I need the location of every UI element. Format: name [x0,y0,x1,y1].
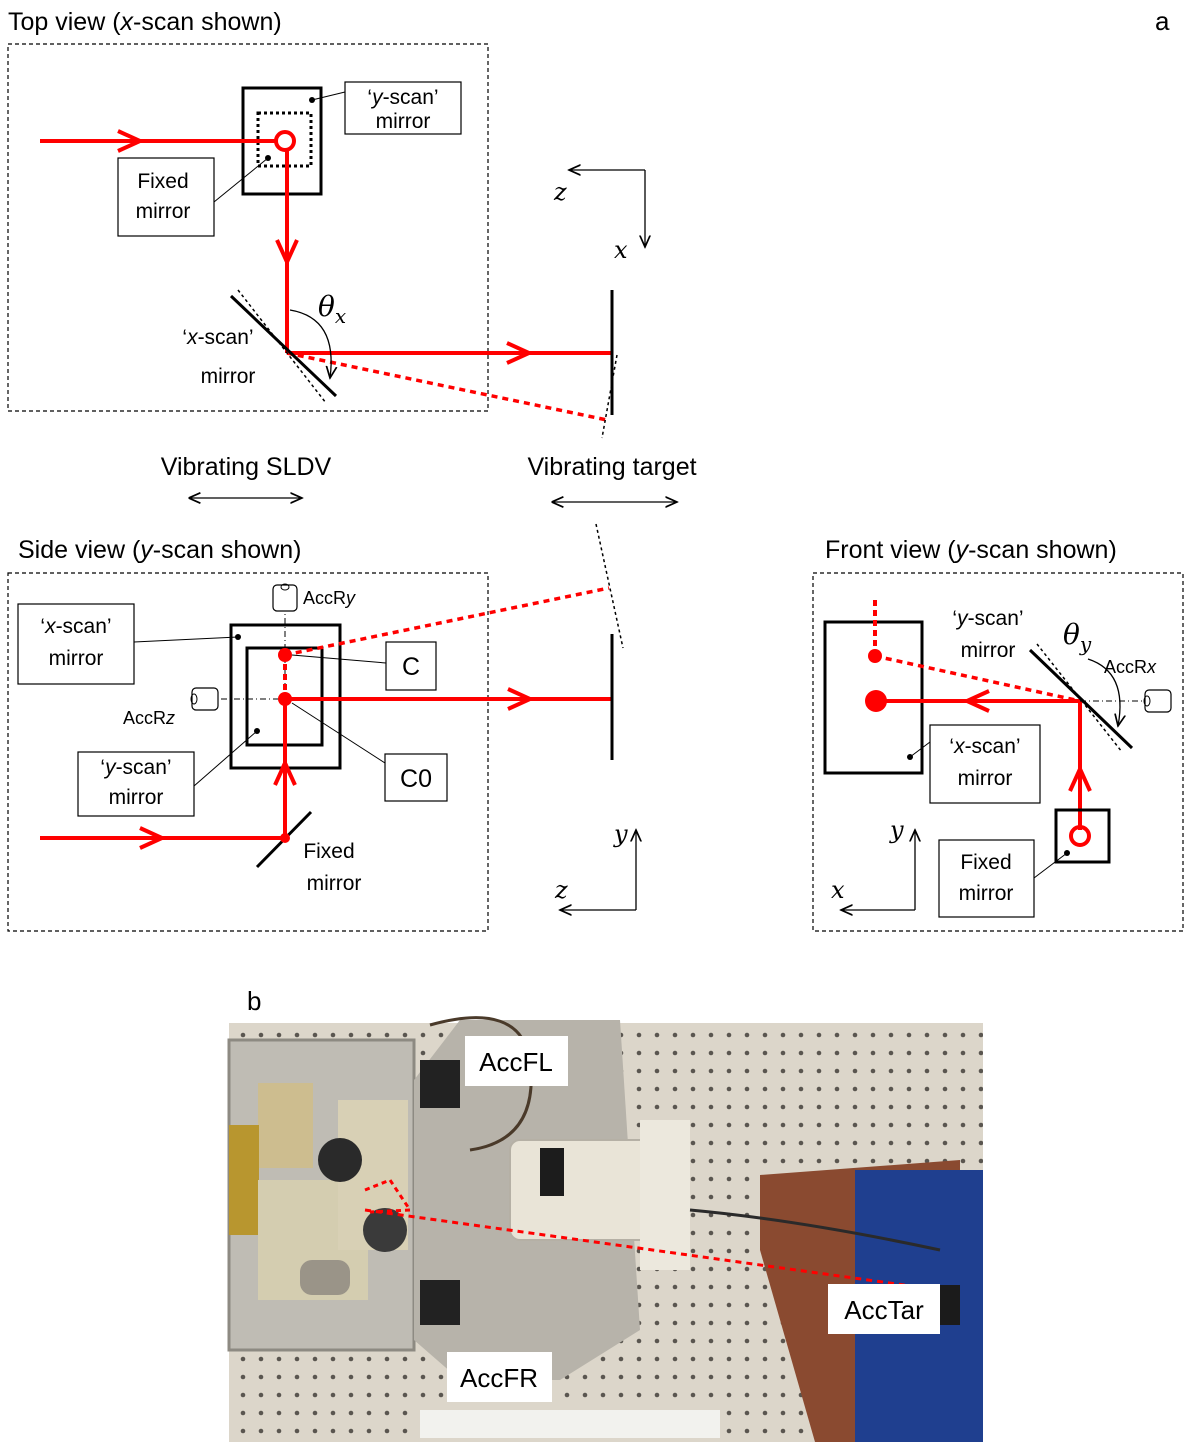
acc-ry-icon [273,584,297,611]
x-scan-label-line1: ‘x-scan’ [182,326,253,349]
front-y-scan-line2: mirror [961,639,1016,662]
side-x-scan-line1: ‘x-scan’ [40,615,111,638]
axis-z-label: z [553,178,567,206]
front-x-scan-line2: mirror [958,767,1013,790]
acc-tar-label: AccTar [844,1295,924,1325]
ruler [420,1410,720,1438]
target-tilted [602,355,617,438]
acc-rz-icon [191,688,218,710]
acc-fr-sensor [420,1280,460,1325]
vibrating-target-label: Vibrating target [527,453,696,481]
front-fixed-line1: Fixed [960,851,1011,874]
theta-x-label: θx [318,290,346,328]
fixed-callout-line2: mirror [136,200,191,223]
side-x-scan-line2: mirror [49,647,104,670]
vibrating-sldv-label: Vibrating SLDV [161,453,332,481]
y-scan-callout-line2: mirror [376,110,431,133]
top-view: Top view (x-scan shown) ‘y-scan’ mirror … [8,8,645,438]
side-y-scan-line1: ‘y-scan’ [100,756,171,779]
acc-fl-sensor [420,1060,460,1108]
side-axis-y-label: y [613,820,628,848]
side-view-title: Side view (y-scan shown) [18,536,301,564]
front-fixed-line2: mirror [959,882,1014,905]
acc-fr-label: AccFR [460,1363,538,1393]
side-view: Side view (y-scan shown) AccRy AccRz ‘x-… [8,524,636,931]
point-c0-label: C0 [400,765,432,793]
panel-a-letter: a [1155,6,1170,36]
point-c-label: C [402,653,420,681]
acc-ry-label: AccRy [303,588,356,608]
deflected-beam [287,353,607,420]
front-view-title: Front view (y-scan shown) [825,536,1117,564]
panel-b-letter: b [247,986,261,1016]
acc-fl-label: AccFL [479,1047,553,1077]
beam-vertical-marker [276,132,294,150]
acc-rx-label: AccRx [1104,657,1157,677]
side-fixed-line1: Fixed [303,840,354,863]
acc-rz-label: AccRz [123,708,175,728]
front-fixed-mirror-body [1056,810,1109,862]
theta-y-label: θy [1063,618,1092,656]
fixed-callout-line1: Fixed [137,170,188,193]
side-axis-z-label: z [554,876,568,904]
side-y-scan-line2: mirror [109,786,164,809]
setup-photo: AccFL AccFR AccTar [229,1018,983,1442]
front-view: Front view (y-scan shown) AccRx θy ‘y-sc… [813,536,1183,931]
top-view-title: Top view (x-scan shown) [8,8,282,36]
side-fixed-line2: mirror [307,872,362,895]
side-target-tilted [596,524,623,648]
acc-rx-icon [1144,690,1171,712]
y-scan-callout-line1: ‘y-scan’ [367,86,438,109]
sldv-lens [229,1125,259,1235]
x-scan-label-line2: mirror [201,365,256,388]
front-axis-x-label: x [831,876,845,904]
front-y-scan-line1: ‘y-scan’ [952,607,1023,630]
front-x-scan-line1: ‘x-scan’ [949,735,1020,758]
axis-x-label: x [614,236,628,264]
front-axis-y-label: y [889,816,904,844]
